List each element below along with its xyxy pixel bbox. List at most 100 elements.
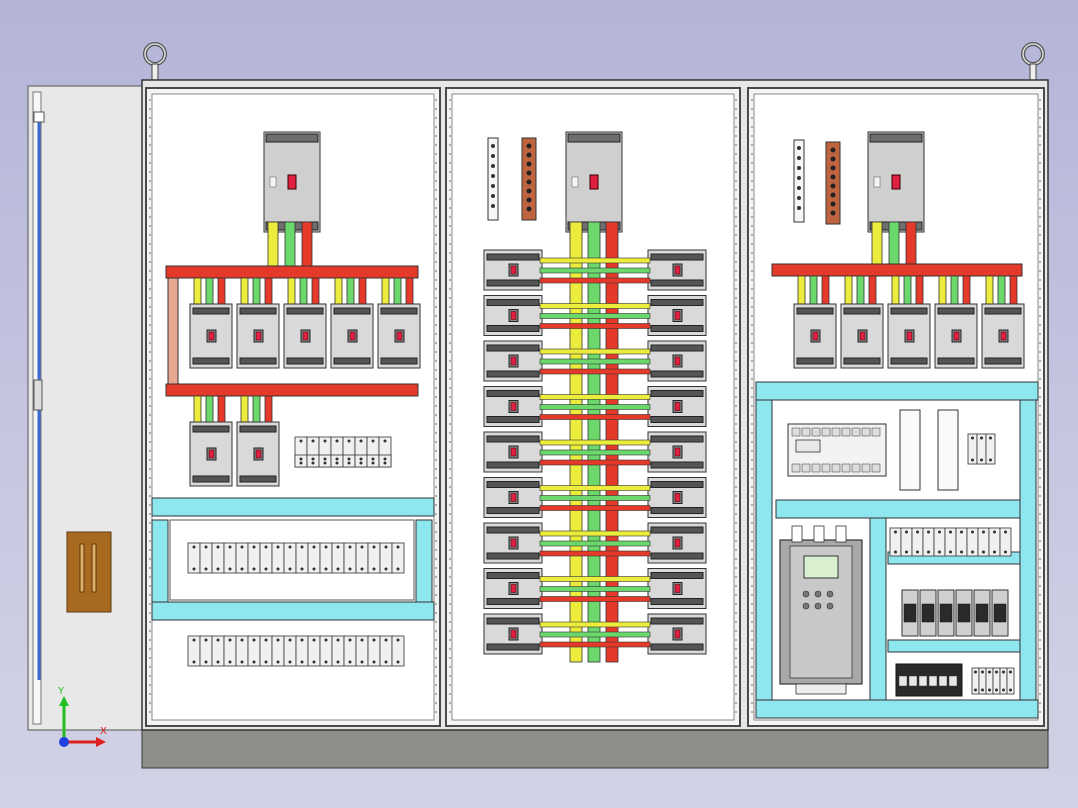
frame-hole: [449, 576, 451, 578]
frame-hole: [449, 648, 451, 650]
frame-hole: [435, 144, 437, 146]
frame-hole: [449, 504, 451, 506]
frame-hole: [1039, 576, 1041, 578]
frame-hole: [1039, 522, 1041, 524]
terminal-screw: [360, 638, 364, 642]
busbar-riser: [284, 221, 296, 269]
frame-hole: [435, 288, 437, 290]
terminal-screw: [384, 660, 388, 664]
frame-hole: [735, 252, 737, 254]
plc-terminal: [801, 463, 811, 473]
terminal-row: [967, 433, 996, 465]
relay-unit: [908, 675, 918, 687]
frame-hole: [1039, 414, 1041, 416]
busbar-link: [539, 485, 651, 491]
busbar-link: [539, 621, 651, 628]
neutral-bar-screw: [797, 166, 801, 170]
mcb-terminal-top: [286, 307, 324, 315]
terminal-screw: [216, 545, 220, 549]
frame-hole: [435, 396, 437, 398]
mcb-terminal-top: [650, 344, 704, 352]
terminal-screw: [372, 567, 376, 571]
frame-hole: [449, 549, 451, 551]
frame-hole: [1039, 405, 1041, 407]
mcb-terminal-bottom: [486, 507, 540, 514]
frame-hole: [751, 477, 753, 479]
frame-hole: [735, 441, 737, 443]
mcb-handle: [510, 265, 517, 275]
terminal-screw: [324, 545, 328, 549]
terminal-screw: [360, 660, 364, 664]
frame-hole: [735, 540, 737, 542]
mcb-handle: [255, 449, 262, 459]
frame-hole: [735, 126, 737, 128]
cable-duct-vertical: [1019, 399, 1037, 701]
busbar-riser: [193, 277, 202, 307]
frame-hole: [735, 153, 737, 155]
frame-hole: [735, 432, 737, 434]
frame-hole: [735, 171, 737, 173]
frame-hole: [735, 639, 737, 641]
mcb-handle: [510, 402, 517, 411]
frame-hole: [1039, 423, 1041, 425]
frame-hole: [435, 171, 437, 173]
frame-hole: [149, 711, 151, 713]
terminal-screw: [347, 439, 351, 443]
frame-hole: [449, 621, 451, 623]
terminal-screw: [981, 688, 984, 692]
frame-hole: [735, 504, 737, 506]
mcb-terminal-bottom: [984, 357, 1022, 365]
vfd-button: [814, 602, 822, 610]
frame-hole: [751, 468, 753, 470]
frame-hole: [735, 666, 737, 668]
busbar-link: [539, 631, 651, 638]
frame-hole: [735, 576, 737, 578]
frame-hole: [449, 567, 451, 569]
plc-terminal: [831, 463, 841, 473]
ground-bar-screw: [830, 174, 836, 180]
frame-hole: [435, 459, 437, 461]
terminal-screw: [288, 638, 292, 642]
frame-hole: [1039, 468, 1041, 470]
frame-hole: [149, 495, 151, 497]
frame-hole: [149, 450, 151, 452]
busbar-horizontal: [771, 263, 1023, 277]
terminal-screw: [396, 545, 400, 549]
frame-hole: [751, 297, 753, 299]
busbar-riser: [393, 277, 402, 307]
frame-hole: [751, 621, 753, 623]
frame-hole: [149, 387, 151, 389]
frame-hole: [149, 135, 151, 137]
frame-hole: [435, 558, 437, 560]
frame-hole: [149, 513, 151, 515]
busbar-riser: [888, 221, 900, 269]
vfd-button: [802, 590, 810, 598]
mcb-breaker: [647, 522, 707, 564]
terminal-screw: [927, 550, 930, 554]
terminal-screw: [949, 550, 952, 554]
terminal-screw: [359, 457, 363, 461]
frame-hole: [435, 504, 437, 506]
frame-hole: [735, 189, 737, 191]
terminal-screw: [324, 638, 328, 642]
plc-terminal: [811, 427, 821, 437]
busbar-horizontal: [165, 265, 419, 279]
frame-hole: [449, 333, 451, 335]
mcb-terminal-top: [486, 390, 540, 397]
terminal-screw: [905, 530, 908, 534]
frame-hole: [1039, 432, 1041, 434]
frame-hole: [1039, 504, 1041, 506]
frame-hole: [435, 306, 437, 308]
mcb-terminal-bottom: [486, 643, 540, 651]
mcb-handle: [812, 331, 819, 341]
frame-hole: [449, 702, 451, 704]
vfd-lug: [835, 525, 847, 543]
mcb-terminal-top: [192, 307, 230, 315]
frame-hole: [149, 558, 151, 560]
frame-hole: [735, 567, 737, 569]
frame-hole: [735, 243, 737, 245]
frame-hole: [751, 594, 753, 596]
frame-hole: [751, 153, 753, 155]
frame-hole: [751, 657, 753, 659]
plc-terminal: [861, 463, 871, 473]
